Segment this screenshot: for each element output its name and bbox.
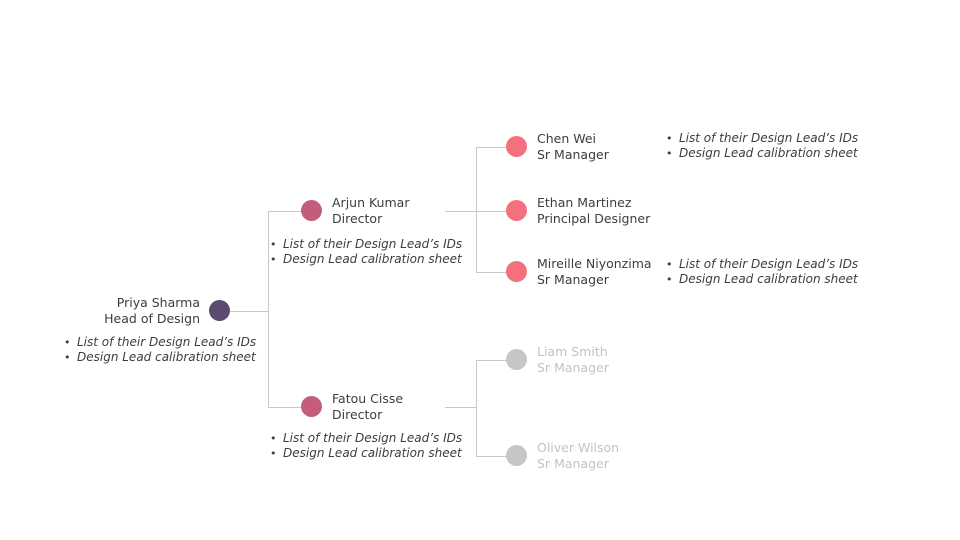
note-text: Design Lead calibration sheet — [283, 446, 462, 460]
notes-list-chen-wei: • List of their Design Lead’s IDs • Design… — [666, 131, 858, 161]
node-dot-liam-smith[interactable] — [506, 349, 527, 370]
node-dot-fatou-cisse[interactable] — [301, 396, 322, 417]
bullet-icon: • — [666, 273, 673, 286]
connector-trunk-arjun-team — [476, 147, 477, 273]
node-label-ethan-martinez: Ethan Martinez Principal Designer — [537, 195, 650, 227]
note-text: Design Lead calibration sheet — [77, 350, 256, 364]
node-label-liam-smith: Liam Smith Sr Manager — [537, 344, 609, 376]
person-name: Chen Wei — [537, 131, 597, 146]
notes-list-arjun-kumar: • List of their Design Lead’s IDs • Design… — [270, 237, 462, 267]
node-dot-arjun-kumar[interactable] — [301, 200, 322, 221]
node-dot-priya-sharma[interactable] — [209, 300, 230, 321]
connector-trunk-directors — [268, 211, 269, 408]
person-name: Ethan Martinez — [537, 195, 632, 210]
person-title: Sr Manager — [537, 360, 609, 375]
node-label-mireille-niyonzima: Mireille Niyonzima Sr Manager — [537, 256, 652, 288]
connector-root-to-trunk — [230, 311, 268, 312]
note-text: List of their Design Lead’s IDs — [679, 131, 859, 145]
note-item: • Design Lead calibration sheet — [270, 446, 462, 461]
connector-trunk-to-liam — [476, 360, 507, 361]
note-item: • List of their Design Lead’s IDs — [666, 131, 858, 146]
bullet-icon: • — [64, 351, 71, 364]
note-text: List of their Design Lead’s IDs — [283, 237, 463, 251]
connector-trunk-to-chen — [476, 147, 507, 148]
note-text: List of their Design Lead’s IDs — [679, 257, 859, 271]
note-text: Design Lead calibration sheet — [679, 272, 858, 286]
bullet-icon: • — [270, 238, 277, 251]
bullet-icon: • — [666, 147, 673, 160]
node-dot-chen-wei[interactable] — [506, 136, 527, 157]
bullet-icon: • — [666, 132, 673, 145]
note-item: • Design Lead calibration sheet — [666, 146, 858, 161]
bullet-icon: • — [270, 447, 277, 460]
person-title: Director — [332, 407, 383, 422]
note-text: Design Lead calibration sheet — [283, 252, 462, 266]
node-label-priya-sharma: Priya Sharma Head of Design — [40, 295, 200, 327]
bullet-icon: • — [270, 253, 277, 266]
node-label-oliver-wilson: Oliver Wilson Sr Manager — [537, 440, 619, 472]
connector-trunk-to-ethan — [476, 211, 507, 212]
node-label-arjun-kumar: Arjun Kumar Director — [332, 195, 409, 227]
note-text: List of their Design Lead’s IDs — [77, 335, 257, 349]
note-item: • Design Lead calibration sheet — [666, 272, 858, 287]
note-text: List of their Design Lead’s IDs — [283, 431, 463, 445]
person-title: Sr Manager — [537, 456, 609, 471]
notes-list-fatou-cisse: • List of their Design Lead’s IDs • Design… — [270, 431, 462, 461]
node-dot-mireille-niyonzima[interactable] — [506, 261, 527, 282]
node-dot-ethan-martinez[interactable] — [506, 200, 527, 221]
note-item: • Design Lead calibration sheet — [270, 252, 462, 267]
node-label-chen-wei: Chen Wei Sr Manager — [537, 131, 609, 163]
connector-trunk-to-arjun — [268, 211, 302, 212]
person-name: Mireille Niyonzima — [537, 256, 652, 271]
person-title: Sr Manager — [537, 147, 609, 162]
node-label-fatou-cisse: Fatou Cisse Director — [332, 391, 403, 423]
note-item: • List of their Design Lead’s IDs — [64, 335, 256, 350]
bullet-icon: • — [64, 336, 71, 349]
note-item: • Design Lead calibration sheet — [64, 350, 256, 365]
bullet-icon: • — [666, 258, 673, 271]
note-item: • List of their Design Lead’s IDs — [270, 237, 462, 252]
node-dot-oliver-wilson[interactable] — [506, 445, 527, 466]
person-name: Arjun Kumar — [332, 195, 410, 210]
person-name: Liam Smith — [537, 344, 608, 359]
person-title: Sr Manager — [537, 272, 609, 287]
note-item: • List of their Design Lead’s IDs — [666, 257, 858, 272]
person-title: Director — [332, 211, 383, 226]
note-item: • List of their Design Lead’s IDs — [270, 431, 462, 446]
person-title: Head of Design — [104, 311, 200, 326]
connector-fatou-to-trunk — [445, 407, 476, 408]
connector-arjun-to-trunk — [445, 211, 476, 212]
person-name: Oliver Wilson — [537, 440, 620, 455]
notes-list-priya-sharma: • List of their Design Lead’s IDs • Design… — [64, 335, 256, 365]
bullet-icon: • — [270, 432, 277, 445]
connector-trunk-to-mireille — [476, 272, 507, 273]
person-title: Principal Designer — [537, 211, 651, 226]
person-name: Fatou Cisse — [332, 391, 404, 406]
note-text: Design Lead calibration sheet — [679, 146, 858, 160]
connector-trunk-to-fatou — [268, 407, 302, 408]
person-name: Priya Sharma — [116, 295, 200, 310]
notes-list-mireille-niyonzima: • List of their Design Lead’s IDs • Design… — [666, 257, 858, 287]
connector-trunk-fatou-team — [476, 360, 477, 457]
connector-trunk-to-oliver — [476, 456, 507, 457]
